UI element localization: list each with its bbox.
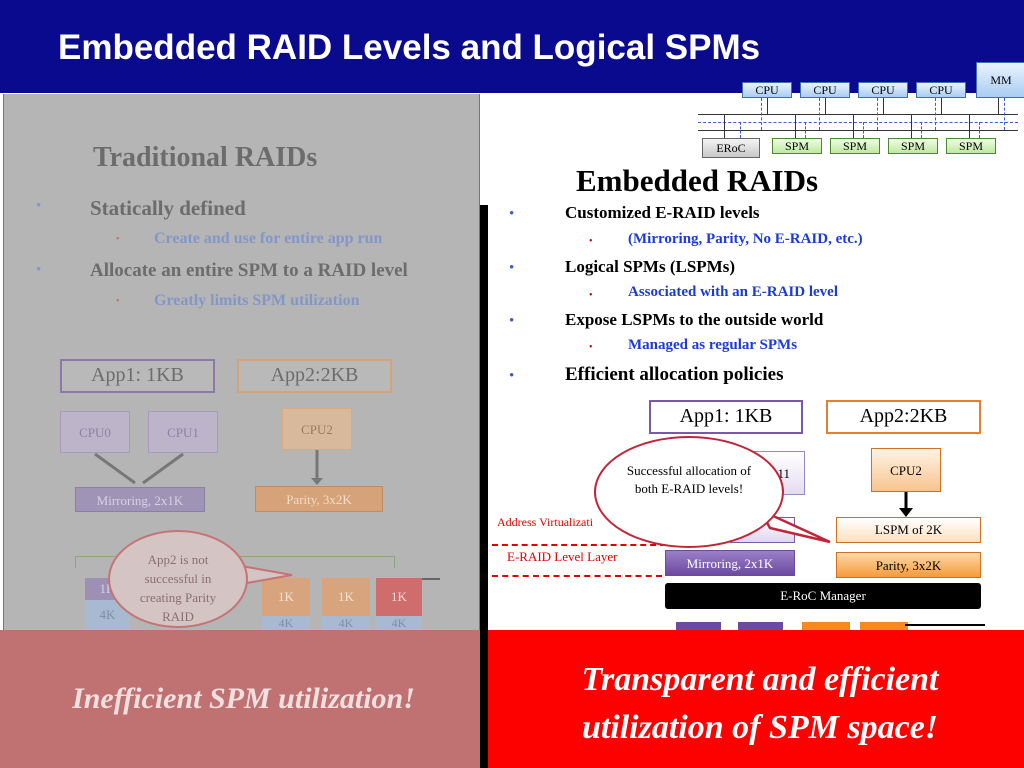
left-parity: Parity, 3x2K <box>255 486 383 512</box>
layer-dash-line <box>492 544 666 546</box>
eroc-box: ERoC <box>702 138 760 158</box>
cpu-box: CPU <box>800 82 850 98</box>
right-sub-bullet: (Mirroring, Parity, No E-RAID, etc.) <box>628 231 863 247</box>
left-cpu1: CPU1 <box>148 411 218 453</box>
addr-virt-label: Address Virtualizati <box>497 515 594 529</box>
architecture-diagram: CPU CPU CPU CPU MM ERoC SPM SPM SPM SPM <box>690 62 1024 162</box>
mm-box: MM <box>976 62 1024 98</box>
right-bullet: Expose LSPMs to the outside world <box>565 310 824 329</box>
right-sub-bullet: Managed as regular SPMs <box>628 337 798 353</box>
block-stub <box>676 622 721 632</box>
right-app2-box: App2:2KB <box>826 400 981 434</box>
right-bullet: Efficient allocation policies <box>565 364 784 385</box>
left-arrows <box>94 450 323 485</box>
left-block-4k: 4K <box>376 616 422 630</box>
bullet-icon: • <box>509 260 515 276</box>
right-parity: Parity, 3x2K <box>836 552 981 578</box>
left-block-1k: 1K <box>262 578 310 616</box>
left-app1-box: App1: 1KB <box>60 359 215 393</box>
spm-box: SPM <box>830 138 880 154</box>
bullet-icon: • <box>509 368 515 384</box>
cpu-box: CPU <box>858 82 908 98</box>
left-block-4k: 4K <box>262 616 310 630</box>
slide-title: Embedded RAID Levels and Logical SPMs <box>58 28 761 67</box>
cpu-box: CPU <box>742 82 792 98</box>
left-app2-box: App2:2KB <box>237 359 392 393</box>
right-speech-bubble <box>594 436 784 548</box>
transparent-banner <box>488 630 1024 768</box>
lspm-2k-box: LSPM of 2K <box>836 517 981 543</box>
right-bubble-text: Successful allocation of both E-RAID lev… <box>626 463 752 496</box>
eroc-manager-bar: E-RoC Manager <box>665 583 981 609</box>
left-bullet: Allocate an entire SPM to a RAID level <box>90 260 408 281</box>
spm-box: SPM <box>888 138 938 154</box>
left-sub-bullet: Create and use for entire app run <box>154 230 383 247</box>
sub-bullet-icon: • <box>589 342 593 353</box>
right-brace <box>245 556 395 568</box>
left-cpu2: CPU2 <box>282 408 352 450</box>
bullet-icon: • <box>36 198 42 214</box>
transparent-banner-text: Transparent and efficient utilization of… <box>581 661 939 746</box>
bar-line <box>905 624 985 626</box>
block-stub <box>802 622 850 632</box>
bullet-icon: • <box>509 206 515 222</box>
cpu2-arrow <box>899 492 913 517</box>
right-sub-bullet: Associated with an E-RAID level <box>628 284 838 300</box>
right-app1-box: App1: 1KB <box>649 400 803 434</box>
left-block-1k: 1K <box>376 578 422 616</box>
spm-box: SPM <box>772 138 822 154</box>
inefficient-banner-text: Inefficient SPM utilization! <box>72 682 415 715</box>
left-block-4k: 4K <box>322 616 370 630</box>
left-bullet: Statically defined <box>90 196 246 220</box>
left-speech-bubble <box>108 530 248 628</box>
sub-bullet-icon: • <box>589 236 593 247</box>
cpu-box: CPU <box>916 82 966 98</box>
sub-bullet-icon: • <box>116 296 120 307</box>
sub-bullet-icon: • <box>116 234 120 245</box>
e-raid-layer-label: E-RAID Level Layer <box>507 549 618 564</box>
block-stub <box>738 622 783 632</box>
left-block-1k: 1K <box>322 578 370 616</box>
right-bullet: Logical SPMs (LSPMs) <box>565 257 735 276</box>
traditional-heading: Traditional RAIDs <box>93 142 318 173</box>
spm-box: SPM <box>946 138 996 154</box>
block-stub <box>860 622 908 632</box>
left-bubble-text: App2 is not successful in creating Parit… <box>139 552 217 624</box>
left-sub-bullet: Greatly limits SPM utilization <box>154 292 360 309</box>
inefficient-banner <box>0 630 487 768</box>
sub-bullet-icon: • <box>589 290 593 301</box>
left-cpu0: CPU0 <box>60 411 130 453</box>
title-bar <box>0 0 1024 93</box>
right-cpu2-box: CPU2 <box>871 448 941 492</box>
divider <box>480 205 488 768</box>
bullet-icon: • <box>36 262 42 278</box>
layer-dash-line <box>492 575 662 577</box>
right-bullet: Customized E-RAID levels <box>565 203 760 222</box>
bullet-icon: • <box>509 313 515 329</box>
left-mirroring: Mirroring, 2x1K <box>75 487 205 512</box>
right-mirroring: Mirroring, 2x1K <box>665 550 795 576</box>
embedded-heading: Embedded RAIDs <box>576 163 819 198</box>
